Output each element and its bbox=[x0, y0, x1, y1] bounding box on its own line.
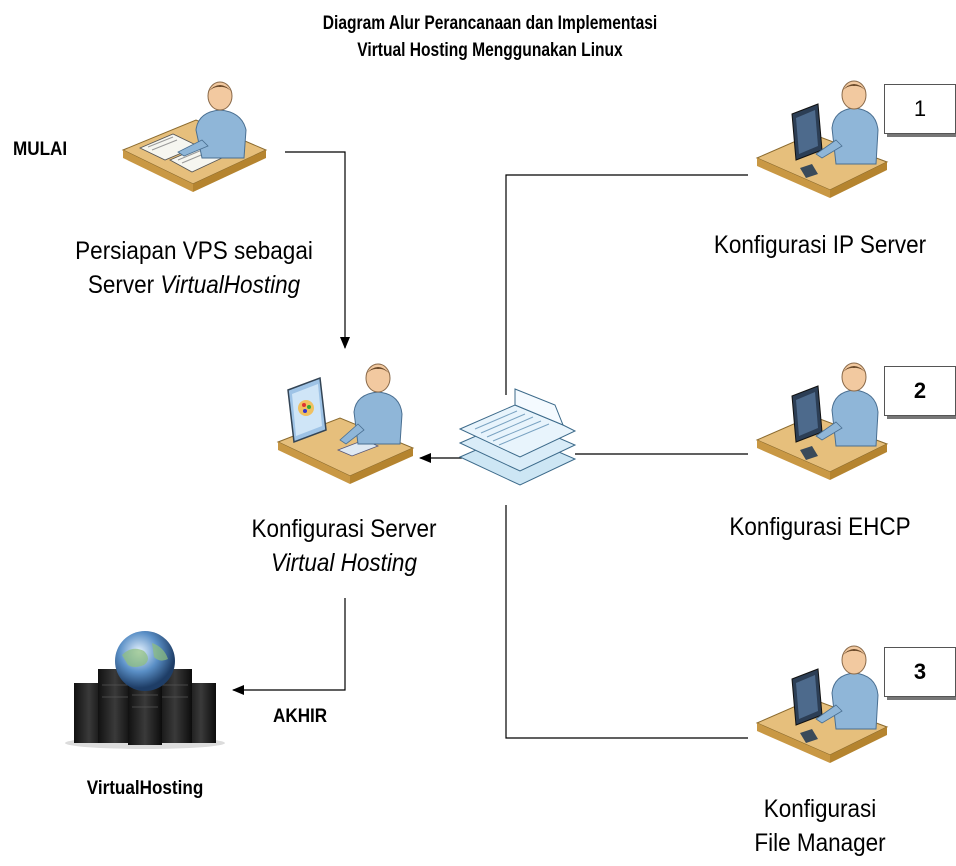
config-server-label: Konfigurasi Server Virtual Hosting bbox=[209, 512, 479, 580]
step-3-label-line-2: File Manager bbox=[754, 829, 886, 857]
step-1-number-box: 1 bbox=[884, 84, 956, 134]
person-at-computer-icon bbox=[755, 80, 889, 198]
config-server-line-2: Virtual Hosting bbox=[271, 549, 417, 577]
step-2-number-box: 2 bbox=[884, 366, 956, 416]
config-server-line-1: Konfigurasi Server bbox=[251, 515, 437, 543]
step-3-label: Konfigurasi File Manager bbox=[694, 792, 946, 860]
step-3-label-line-1: Konfigurasi bbox=[763, 795, 877, 823]
step-3-number-box: 3 bbox=[884, 647, 956, 697]
person-at-computer-icon bbox=[755, 362, 889, 480]
prep-label-virtualhosting: VirtualHosting bbox=[160, 271, 301, 299]
step-2-label: Konfigurasi EHCP bbox=[729, 513, 911, 541]
prep-label-line-1: Persiapan VPS sebagai bbox=[75, 237, 313, 265]
title-line-2: Virtual Hosting Menggunakan Linux bbox=[357, 40, 623, 61]
title-line-1: Diagram Alur Perancanaan dan Implementas… bbox=[322, 13, 658, 34]
step-1-label: Konfigurasi IP Server bbox=[713, 231, 927, 259]
arrow-prep-to-config bbox=[285, 151, 350, 349]
arrow-config-to-hosting bbox=[232, 598, 346, 695]
server-globe-icon bbox=[60, 625, 230, 750]
prep-label-server: Server bbox=[87, 271, 161, 299]
prep-label: Persiapan VPS sebagai Server VirtualHost… bbox=[59, 234, 329, 302]
document-stack-icon bbox=[458, 388, 577, 486]
prep-label-line-2: Server VirtualHosting bbox=[59, 268, 329, 302]
diagram-title: Diagram Alur Perancanaan dan Implementas… bbox=[244, 10, 736, 64]
start-label: MULAI bbox=[13, 139, 68, 160]
connector-step-1 bbox=[505, 174, 748, 395]
connector-step-3 bbox=[505, 505, 748, 739]
person-at-desk-with-papers-icon bbox=[121, 81, 268, 192]
end-label: AKHIR bbox=[273, 706, 328, 727]
person-at-computer-icon bbox=[755, 645, 889, 763]
virtualhosting-label: VirtualHosting bbox=[86, 778, 204, 799]
person-at-desk-with-monitor-icon bbox=[276, 363, 415, 484]
